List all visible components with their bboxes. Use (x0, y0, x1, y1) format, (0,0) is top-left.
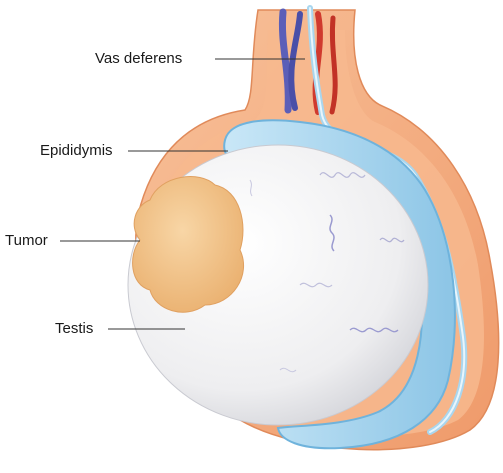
label-vas-deferens: Vas deferens (95, 50, 182, 68)
label-tumor: Tumor (5, 232, 48, 250)
label-epididymis: Epididymis (40, 142, 113, 160)
label-testis: Testis (55, 320, 93, 338)
artery-vessel-2 (332, 18, 335, 112)
